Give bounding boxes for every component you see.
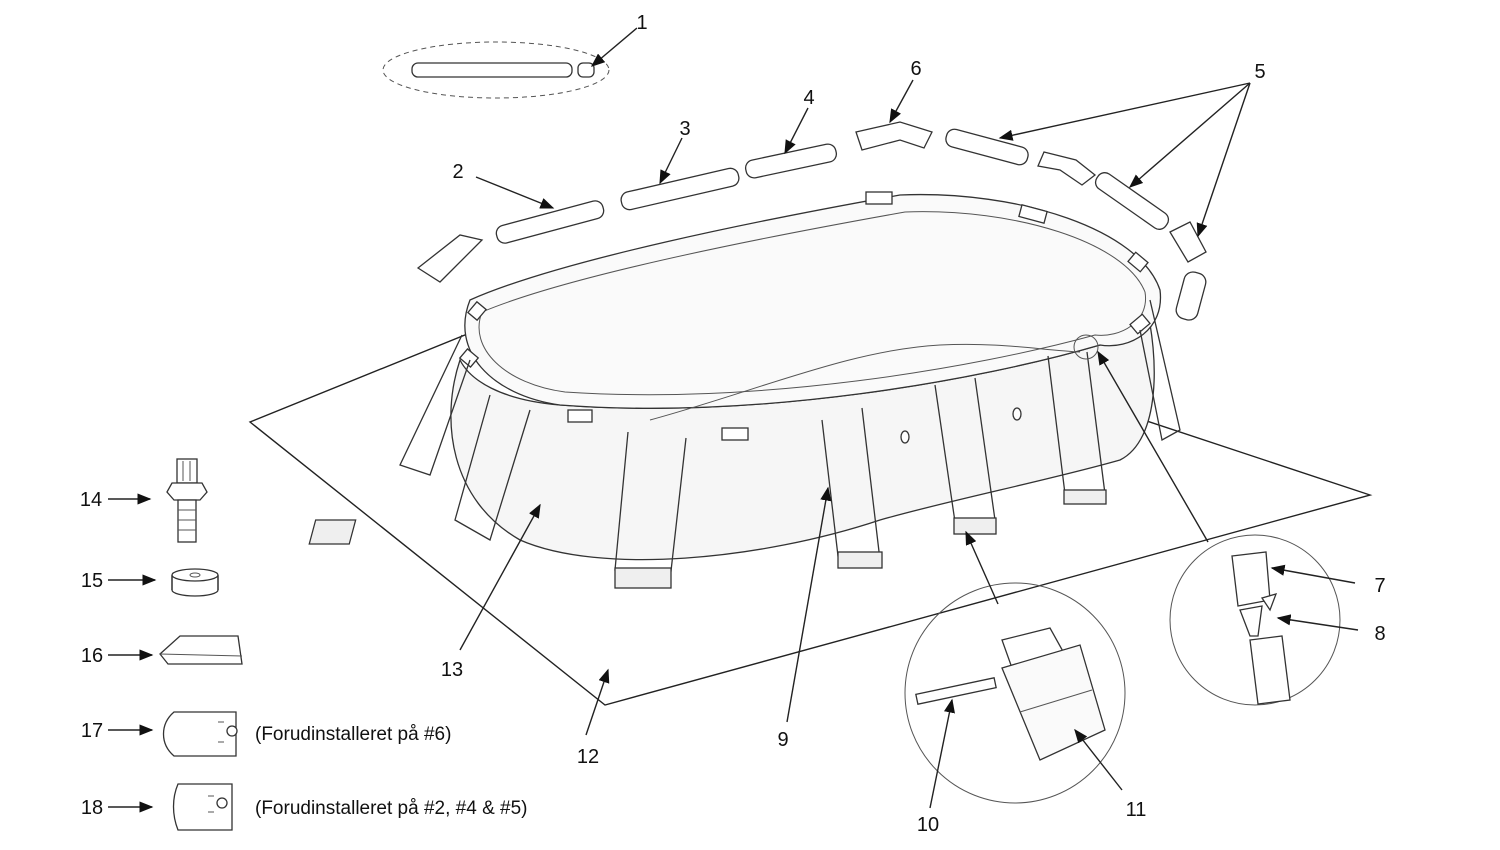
part-1-beam bbox=[411, 62, 573, 78]
part-2-rail bbox=[495, 200, 605, 244]
part-5-rail-a bbox=[945, 128, 1029, 166]
callout-5: 5 bbox=[1254, 61, 1265, 83]
callout-12: 12 bbox=[577, 746, 599, 768]
pool-floor-line bbox=[649, 343, 1081, 421]
top-rails bbox=[416, 121, 1207, 321]
note-18: (Forudinstalleret på #2, #4 & #5) bbox=[255, 798, 528, 819]
outlet-hole-1 bbox=[900, 430, 910, 444]
callout-7: 7 bbox=[1374, 575, 1385, 597]
callout-9: 9 bbox=[777, 729, 788, 751]
callout-6: 6 bbox=[910, 58, 921, 80]
callout-13: 13 bbox=[441, 659, 463, 681]
callout-1: 1 bbox=[636, 12, 647, 34]
callout-10: 10 bbox=[917, 814, 939, 836]
note-17: (Forudinstalleret på #6) bbox=[255, 724, 451, 745]
side-arrows bbox=[108, 493, 157, 813]
part-3-rail bbox=[620, 167, 740, 211]
callout-8: 8 bbox=[1374, 623, 1385, 645]
part-6-corner bbox=[855, 121, 933, 151]
part-4-rail bbox=[744, 143, 838, 179]
part-5-upright bbox=[1175, 271, 1207, 321]
leader-lines bbox=[459, 27, 1359, 809]
callout-2: 2 bbox=[452, 161, 463, 183]
callout-4: 4 bbox=[803, 87, 814, 109]
part-10-pin bbox=[915, 677, 997, 705]
part-5-corner bbox=[1037, 151, 1097, 186]
rim-clips bbox=[458, 191, 1151, 441]
part-5-corner-b bbox=[1169, 221, 1207, 263]
part-7-pole bbox=[1249, 635, 1291, 705]
callout-18: 18 bbox=[81, 797, 103, 819]
callout-3: 3 bbox=[679, 118, 690, 140]
pool-legs bbox=[308, 299, 1181, 589]
callout-15: 15 bbox=[81, 570, 103, 592]
part-15-washer bbox=[171, 568, 219, 597]
part-16-pad bbox=[159, 635, 243, 665]
detail-circle-10-11 bbox=[904, 582, 1126, 804]
callout-17: 17 bbox=[81, 720, 103, 742]
part-18-sleeve bbox=[172, 783, 233, 831]
callout-11: 11 bbox=[1126, 799, 1147, 821]
detail-marker-7-8 bbox=[1073, 334, 1099, 360]
part-1-connector bbox=[577, 62, 595, 78]
part-corner-left bbox=[416, 234, 484, 283]
part-17-sleeve bbox=[162, 711, 238, 757]
pool-top-rim bbox=[464, 193, 1162, 409]
detail-circle-7-8 bbox=[1169, 534, 1341, 706]
part-5-rail-b bbox=[1094, 172, 1170, 230]
callout-16: 16 bbox=[81, 645, 103, 667]
outlet-hole-2 bbox=[1012, 407, 1022, 421]
callout-14: 14 bbox=[80, 489, 102, 511]
part-1-group bbox=[382, 41, 610, 99]
part-8-clip bbox=[1239, 593, 1278, 637]
part-14-valve bbox=[166, 458, 208, 543]
